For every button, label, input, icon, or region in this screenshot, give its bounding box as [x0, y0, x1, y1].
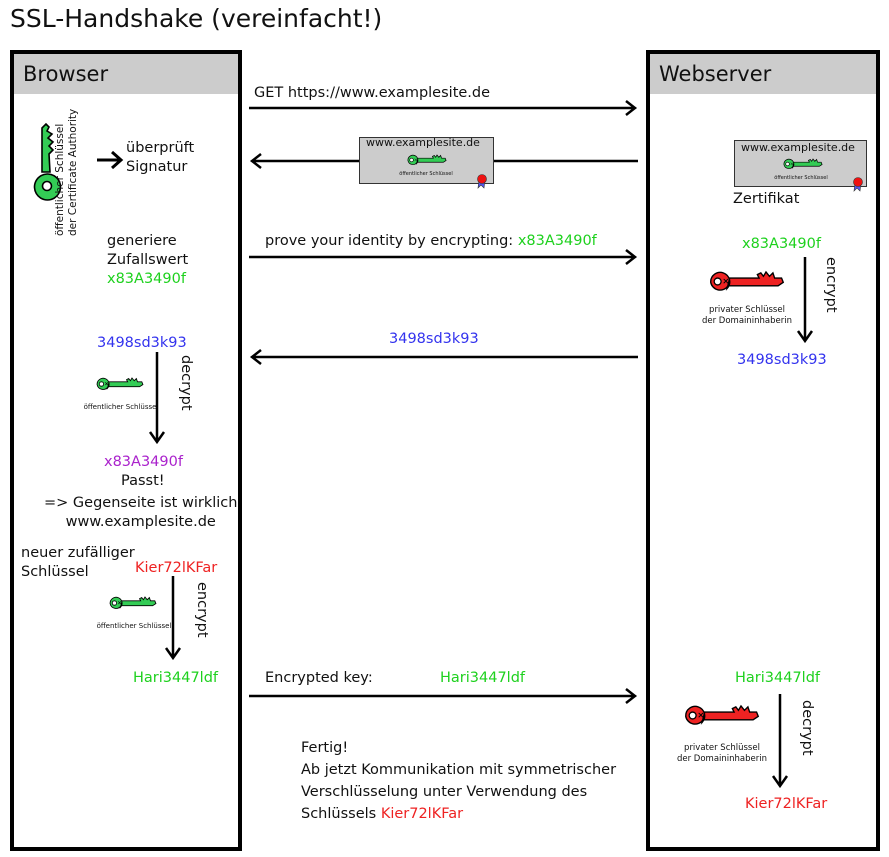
- match-text: Passt!: [121, 473, 165, 489]
- private-key-label-2-line2: der Domaininhaberin: [676, 754, 768, 764]
- public-key-icon: [96, 377, 144, 390]
- seal-icon: [477, 174, 487, 189]
- public-key-label: öffentlicher Schlüssel: [83, 403, 159, 411]
- server-certificate-key-icon: [783, 158, 823, 169]
- server-certificate-key-label: öffentlicher Schlüssel: [774, 175, 828, 181]
- summary-line3: Schlüssels Kier72lKFar: [301, 803, 616, 825]
- encrypted-key: Hari3447ldf: [133, 670, 219, 686]
- generate-random-text: generiere Zufallswert x83A3490f: [107, 232, 188, 289]
- private-key-label-line1: privater Schlüssel: [709, 305, 785, 315]
- summary-line1: Ab jetzt Kommunikation mit symmetrischer: [301, 762, 617, 778]
- get-request-arrow: [249, 100, 638, 116]
- decrypt-label: decrypt: [178, 355, 194, 411]
- decrypted-value: x83A3490f: [104, 454, 183, 470]
- summary-key-prefix: Schlüssels: [301, 806, 377, 822]
- challenge-message: prove your identity by encrypting: x83A3…: [265, 232, 597, 251]
- encrypt-arrow: [164, 576, 182, 661]
- private-key-label-2-line1: privater Schlüssel: [684, 743, 760, 753]
- decrypt-arrow: [148, 352, 166, 445]
- encrypted-key-arrow: [249, 688, 638, 704]
- browser-header: Browser: [14, 54, 238, 94]
- server-session-key: Kier72lKFar: [745, 796, 828, 812]
- conclusion-line1: => Gegenseite ist wirklich: [44, 495, 238, 511]
- server-private-key-icon: [710, 271, 784, 291]
- response-value: 3498sd3k93: [389, 331, 479, 347]
- server-decrypt-arrow: [771, 694, 789, 789]
- server-certificate: www.examplesite.de öffentlicher Schlüsse…: [734, 140, 867, 192]
- summary-key: Kier72lKFar: [380, 806, 464, 822]
- summary-line2: Verschlüsselung unter Verwendung des: [301, 784, 588, 800]
- certificate-key-icon: [407, 154, 447, 165]
- get-request-label: GET https://www.examplesite.de: [254, 85, 491, 101]
- server-private-key-label: privater Schlüssel der Domaininhaberin: [692, 305, 802, 327]
- server-decrypt-label: decrypt: [799, 700, 815, 756]
- ca-key-label-line1: öffentlicher Schlüssel: [54, 123, 66, 236]
- server-encrypted-value: 3498sd3k93: [737, 352, 827, 368]
- server-seal-icon: [853, 177, 863, 192]
- session-key: Kier72lKFar: [135, 560, 218, 576]
- random-value: x83A3490f: [107, 271, 186, 287]
- server-encrypt-arrow: [796, 257, 814, 344]
- verify-line1: überprüft: [126, 140, 195, 156]
- conclusion-text: => Gegenseite ist wirklich www.examplesi…: [44, 494, 237, 532]
- conclusion-line2: www.examplesite.de: [65, 514, 216, 530]
- server-certificate-domain: www.examplesite.de: [741, 141, 855, 154]
- page-title: SSL-Handshake (vereinfacht!): [10, 4, 383, 33]
- certificate-in-transit: www.examplesite.de öffentlicher Schlüsse…: [359, 136, 494, 189]
- server-private-key-label-2: privater Schlüssel der Domaininhaberin: [667, 743, 777, 765]
- received-value: 3498sd3k93: [97, 335, 187, 351]
- public-key-icon-2: [109, 596, 157, 609]
- public-key-label-2: öffentlicher Schlüssel: [96, 622, 172, 630]
- server-encrypt-label: encrypt: [823, 257, 839, 313]
- new-key-text: neuer zufälliger Schlüssel: [21, 544, 135, 582]
- challenge-value: x83A3490f: [517, 233, 597, 249]
- response-arrow: [249, 349, 638, 365]
- server-private-key-icon-2: [685, 705, 759, 725]
- arrow-right-icon: [97, 150, 124, 170]
- webserver-header: Webserver: [650, 54, 876, 94]
- ca-key-label-line2: der Certificate Authority: [67, 108, 79, 236]
- ca-key-label: öffentlicher Schlüssel der Certificate A…: [54, 109, 80, 236]
- verify-signature-text: überprüft Signatur: [126, 139, 194, 177]
- server-received-key: Hari3447ldf: [735, 670, 821, 686]
- certificate-domain: www.examplesite.de: [366, 136, 480, 149]
- encrypt-label: encrypt: [194, 582, 210, 638]
- summary-text: Fertig! Ab jetzt Kommunikation mit symme…: [301, 737, 616, 825]
- certificate-caption: Zertifikat: [733, 191, 800, 207]
- encrypted-key-label: Encrypted key:: [265, 670, 373, 686]
- private-key-label-line2: der Domaininhaberin: [701, 316, 793, 326]
- server-challenge-value: x83A3490f: [742, 236, 821, 252]
- encrypted-key-value: Hari3447ldf: [440, 670, 526, 686]
- challenge-arrow: [249, 249, 638, 265]
- challenge-label: prove your identity by encrypting:: [265, 233, 514, 249]
- new-key-line2: Schlüssel: [21, 564, 89, 580]
- generate-line1: generiere: [107, 233, 177, 249]
- new-key-line1: neuer zufälliger: [21, 545, 135, 561]
- verify-line2: Signatur: [126, 159, 188, 175]
- generate-line2: Zufallswert: [107, 252, 189, 268]
- done-text: Fertig!: [301, 740, 349, 756]
- certificate-key-label: öffentlicher Schlüssel: [399, 171, 453, 177]
- ca-public-key-icon: [33, 122, 62, 201]
